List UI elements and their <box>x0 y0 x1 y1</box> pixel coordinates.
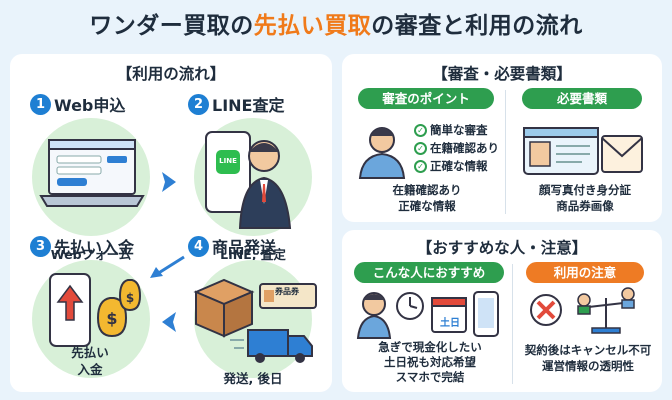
check-text-1: 簡単な審査 <box>430 123 488 137</box>
recommend-panel: 【おすすめな人・注意】 こんな人におすすめ 利用の注意 土日 急ぎで現金化したい… <box>342 230 662 392</box>
title-part1: ワンダー買取の <box>89 13 254 39</box>
recommend-illustration <box>356 291 499 339</box>
voucher-label: 券品券 <box>275 287 299 296</box>
review-points-caption: 在籍確認あり 正確な情報 <box>392 183 462 213</box>
check-item-2: ✓在籍確認あり <box>414 140 499 156</box>
step-4-label: 商品発送 <box>212 238 277 257</box>
caution-illustration <box>530 287 635 334</box>
web-form-icon <box>39 139 145 207</box>
step-1-badge: 1 <box>30 93 51 115</box>
shipping-icon <box>193 278 317 363</box>
check-icon: ✓ <box>414 160 427 173</box>
step-2-label: LINE査定 <box>212 96 285 115</box>
step-1-label: Web申込 <box>54 96 126 115</box>
review-title: 【審査・必要書類】 <box>432 65 572 83</box>
arrow-right-icon <box>162 172 176 192</box>
svg-text:$: $ <box>126 291 134 305</box>
review-points-label: 審査のポイント <box>358 88 494 109</box>
id-card-icon <box>523 127 643 175</box>
check-item-3: ✓正確な情報 <box>414 158 488 174</box>
step-3-badge: 3 <box>30 235 51 257</box>
caution-label: 利用の注意 <box>526 262 644 283</box>
person-icon <box>358 127 406 179</box>
step-4-caption: 発送, 後日 <box>223 371 283 386</box>
check-text-3: 正確な情報 <box>430 159 488 173</box>
step-3-caption: 先払い 入金 <box>71 345 109 377</box>
step-1-caption: Webフォーム <box>50 247 132 262</box>
recommend-who-label: こんな人におすすめ <box>354 262 504 283</box>
calendar-label: 土日 <box>440 318 460 329</box>
recommend-who-caption: 急ぎで現金化したい 土日祝も対応希望 スマホで完結 <box>378 340 482 384</box>
step-3-label: 先払い入金 <box>54 238 135 257</box>
recommend-title: 【おすすめな人・注意】 <box>416 239 588 257</box>
check-item-1: ✓簡単な審査 <box>414 122 488 138</box>
prepay-money-icon: $ $ <box>49 273 142 347</box>
check-text-2: 在籍確認あり <box>430 141 499 155</box>
required-docs-label: 必要書類 <box>522 88 642 109</box>
line-logo: LINE <box>219 157 237 165</box>
caution-caption: 契約後はキャンセル不可 運営情報の透明性 <box>524 343 652 373</box>
step-4-badge: 4 <box>188 235 209 257</box>
step-2-badge: 2 <box>188 93 209 115</box>
title-highlight: 先払い買取 <box>253 13 372 39</box>
review-divider <box>505 90 506 214</box>
review-panel: 【審査・必要書類】 審査のポイント 必要書類 ✓簡単な審査 ✓在籍確認あり ✓正… <box>342 54 662 222</box>
line-appraisal-icon <box>205 131 292 229</box>
check-icon: ✓ <box>414 142 427 155</box>
step-2-caption: LINE, 査定 <box>220 247 286 262</box>
title-part2: の審査と利用の流れ <box>371 13 583 39</box>
required-docs-caption: 顔写真付き身分証 商品券画像 <box>539 183 631 213</box>
page-title: ワンダー買取の先払い買取の審査と利用の流れ <box>0 6 672 40</box>
svg-text:$: $ <box>106 309 117 328</box>
flow-title: 【利用の流れ】 <box>116 65 226 83</box>
check-icon: ✓ <box>414 124 427 137</box>
recommend-divider <box>512 264 513 384</box>
arrow-diagonal-icon <box>150 255 185 278</box>
arrow-left-icon <box>162 312 176 332</box>
